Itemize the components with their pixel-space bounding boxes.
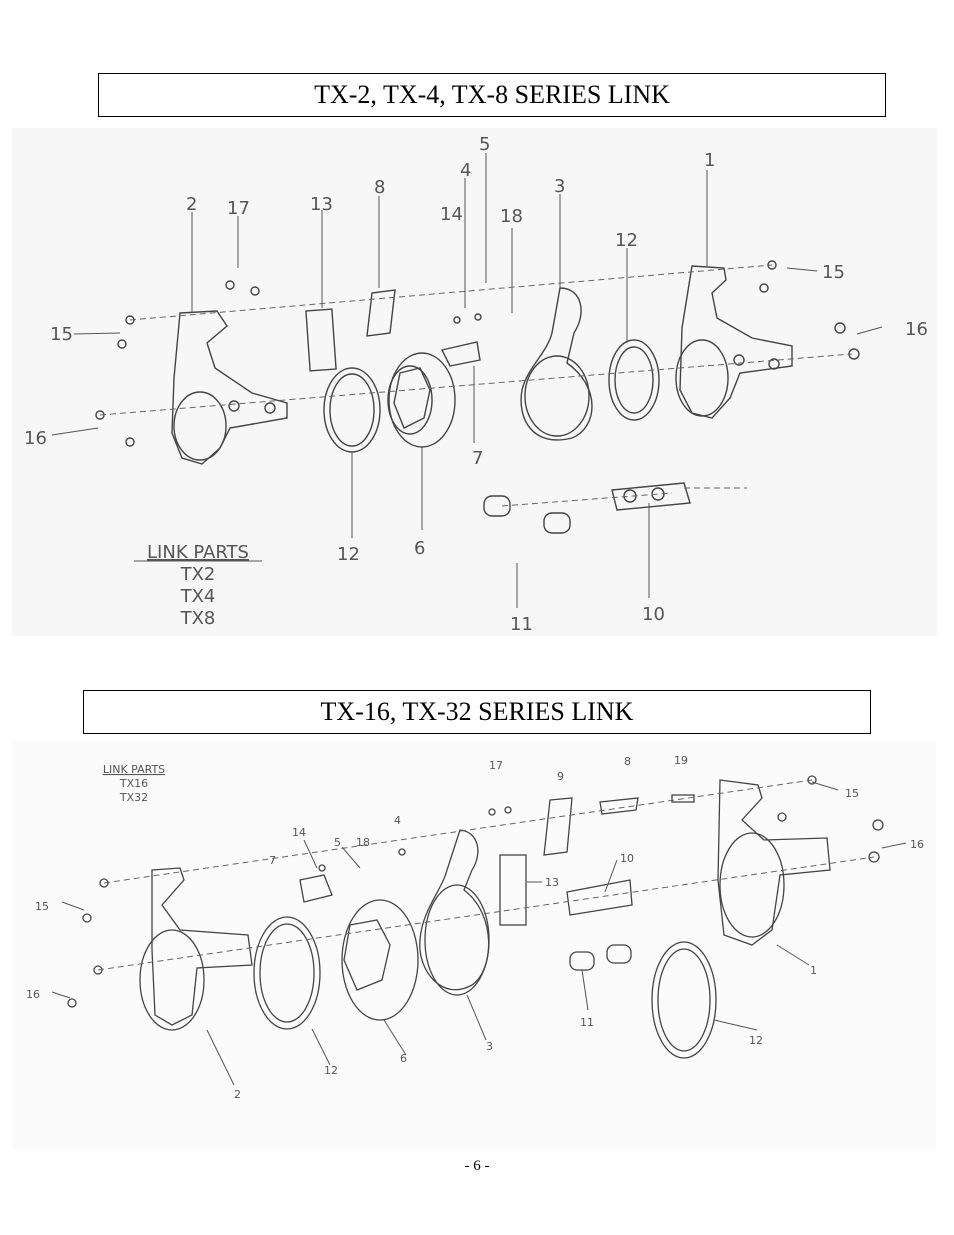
- page-number: - 6 -: [464, 1158, 490, 1174]
- callout-17: 17: [227, 198, 250, 219]
- callout-13: 13: [310, 194, 333, 215]
- callout-5-b: 5: [334, 836, 341, 849]
- callout-3: 3: [554, 176, 565, 197]
- callout-15-right: 15: [822, 262, 845, 283]
- callout-17-b: 17: [489, 759, 503, 772]
- section-title-tx2-tx4-tx8: TX-2, TX-4, TX-8 SERIES LINK: [98, 73, 886, 117]
- legend-line-tx32: TX32: [119, 791, 148, 804]
- callout-8-b: 8: [624, 755, 631, 768]
- callout-10: 10: [642, 604, 665, 625]
- callout-5: 5: [479, 134, 490, 155]
- callout-15-b-left: 15: [35, 900, 49, 913]
- callout-14-b: 14: [292, 826, 306, 839]
- callout-1-b: 1: [810, 964, 817, 977]
- callout-16-b-left: 16: [26, 988, 40, 1001]
- legend-heading-2: LINK PARTS: [103, 763, 165, 776]
- diagram-svg-1: 1 2 3 4 5 6 7 8 10 11 12 12 13 14 15 15 …: [24, 134, 928, 635]
- callout-6: 6: [414, 538, 425, 559]
- callout-12-left: 12: [337, 544, 360, 565]
- callout-12-b-right: 12: [749, 1034, 763, 1047]
- callout-1: 1: [704, 150, 715, 171]
- callout-16-left: 16: [24, 428, 47, 449]
- callout-19-b: 19: [674, 754, 688, 767]
- callout-11-b: 11: [580, 1016, 594, 1029]
- callout-10-b: 10: [620, 852, 634, 865]
- legend-heading-1: LINK PARTS: [147, 542, 249, 563]
- legend-line-tx4: TX4: [180, 586, 216, 607]
- exploded-diagram-tx2-tx4-tx8: 1 2 3 4 5 6 7 8 10 11 12 12 13 14 15 15 …: [12, 128, 937, 636]
- exploded-diagram-tx16-tx32: 1 2 3 4 6 7 8 9 10 11 12 12 13 14 15 15 …: [12, 740, 937, 1150]
- callout-14: 14: [440, 204, 463, 225]
- callout-7-b: 7: [269, 854, 276, 867]
- callout-13-b: 13: [545, 876, 559, 889]
- callout-2: 2: [186, 194, 197, 215]
- callout-4-b: 4: [394, 814, 401, 827]
- callout-15-b-right: 15: [845, 787, 859, 800]
- callout-18: 18: [500, 206, 523, 227]
- section-title-tx16-tx32: TX-16, TX-32 SERIES LINK: [83, 690, 871, 734]
- callout-8: 8: [374, 177, 385, 198]
- callout-2-b: 2: [234, 1088, 241, 1101]
- callout-11: 11: [510, 614, 533, 635]
- callout-12-right: 12: [615, 230, 638, 251]
- callout-7: 7: [472, 448, 483, 469]
- legend-line-tx8: TX8: [180, 608, 216, 629]
- legend-line-tx16: TX16: [119, 777, 148, 790]
- callout-6-b: 6: [400, 1052, 407, 1065]
- callout-12-b-left: 12: [324, 1064, 338, 1077]
- callout-16-right: 16: [905, 319, 928, 340]
- callout-16-b-right: 16: [910, 838, 924, 851]
- legend-line-tx2: TX2: [180, 564, 216, 585]
- callout-18-b: 18: [356, 836, 370, 849]
- diagram-svg-2: 1 2 3 4 6 7 8 9 10 11 12 12 13 14 15 15 …: [26, 754, 924, 1101]
- callout-15-left: 15: [50, 324, 73, 345]
- callout-3-b: 3: [486, 1040, 493, 1053]
- callout-9-b: 9: [557, 770, 564, 783]
- callout-4: 4: [460, 160, 471, 181]
